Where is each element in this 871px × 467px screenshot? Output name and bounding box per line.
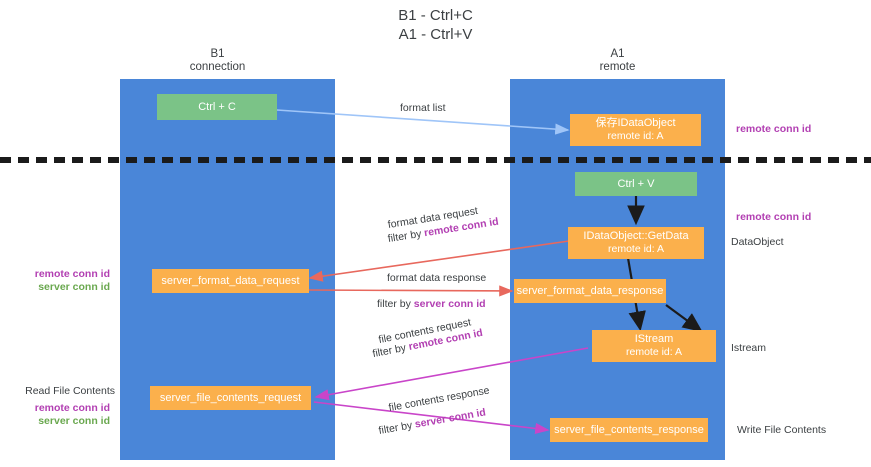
column-header-a1-role: remote: [599, 61, 636, 73]
node-server-format-data-request-label: server_format_data_request: [161, 274, 300, 287]
node-ctrl-c-label: Ctrl + C: [198, 100, 236, 113]
side-label-istream: Istream: [731, 342, 767, 354]
node-save-idataobject-line2: remote id: A: [607, 130, 664, 142]
side-label-read-file-contents: Read File Contents: [25, 385, 115, 397]
edge-label-format-list: format list: [400, 102, 446, 114]
node-server-format-data-request[interactable]: server_format_data_request: [152, 269, 309, 293]
filter-key-server-conn-id-2: server conn id: [413, 406, 487, 431]
side-label-remote-conn-id-mid: remote conn id: [736, 211, 812, 223]
side-label-write-file-contents: Write File Contents: [737, 424, 827, 436]
node-getdata-line1: IDataObject::GetData: [583, 230, 689, 242]
node-server-file-contents-response[interactable]: server_file_contents_response: [550, 418, 708, 442]
node-ctrl-v-label: Ctrl + V: [617, 177, 655, 190]
column-header-a1: A1 remote: [555, 48, 680, 74]
title-line-1: B1 - Ctrl+C: [398, 7, 473, 24]
node-istream-line2: remote id: A: [625, 346, 683, 358]
side-label-remote-conn-id-top: remote conn id: [736, 123, 812, 135]
filter-key-server-conn-id: server conn id: [413, 298, 486, 310]
edge-label-format-data-response: format data response: [387, 272, 487, 284]
side-label-left-server-conn-id: server conn id: [38, 281, 110, 293]
column-header-b1-role: connection: [189, 61, 246, 73]
node-save-idataobject-line1: 保存IDataObject: [595, 117, 676, 129]
filter-prefix-4: filter by: [377, 418, 417, 438]
side-label-left-remote-conn-id-2: remote conn id: [34, 402, 110, 414]
side-label-left-server-conn-id-2: server conn id: [38, 415, 110, 427]
node-istream[interactable]: IStream remote id: A: [592, 330, 716, 362]
node-ctrl-c[interactable]: Ctrl + C: [157, 94, 277, 120]
node-istream-line1: IStream: [634, 333, 674, 345]
column-header-a1-name: A1: [610, 48, 625, 60]
column-header-b1-name: B1: [210, 48, 225, 60]
column-header-b1: B1 connection: [155, 48, 280, 74]
node-server-file-contents-request-label: server_file_contents_request: [159, 391, 302, 404]
node-idataobject-getdata[interactable]: IDataObject::GetData remote id: A: [568, 227, 704, 259]
node-server-file-contents-response-label: server_file_contents_response: [554, 423, 704, 436]
edge-label-format-data-response-filter: filter by server conn id: [377, 298, 486, 311]
side-label-left-remote-conn-id: remote conn id: [34, 268, 110, 280]
page-title: B1 - Ctrl+C A1 - Ctrl+V: [0, 6, 871, 44]
node-getdata-line2: remote id: A: [607, 243, 665, 255]
node-server-format-data-response[interactable]: server_format_data_response: [514, 279, 666, 303]
node-ctrl-v[interactable]: Ctrl + V: [575, 172, 697, 196]
filter-prefix-2: filter by: [377, 298, 414, 310]
node-server-format-data-response-label: server_format_data_response: [516, 284, 664, 297]
side-label-dataobject: DataObject: [731, 236, 784, 248]
node-save-idataobject[interactable]: 保存IDataObject remote id: A: [570, 114, 701, 146]
filter-prefix-3: filter by: [371, 341, 410, 361]
node-server-file-contents-request[interactable]: server_file_contents_request: [150, 386, 311, 410]
title-line-2: A1 - Ctrl+V: [398, 26, 473, 43]
